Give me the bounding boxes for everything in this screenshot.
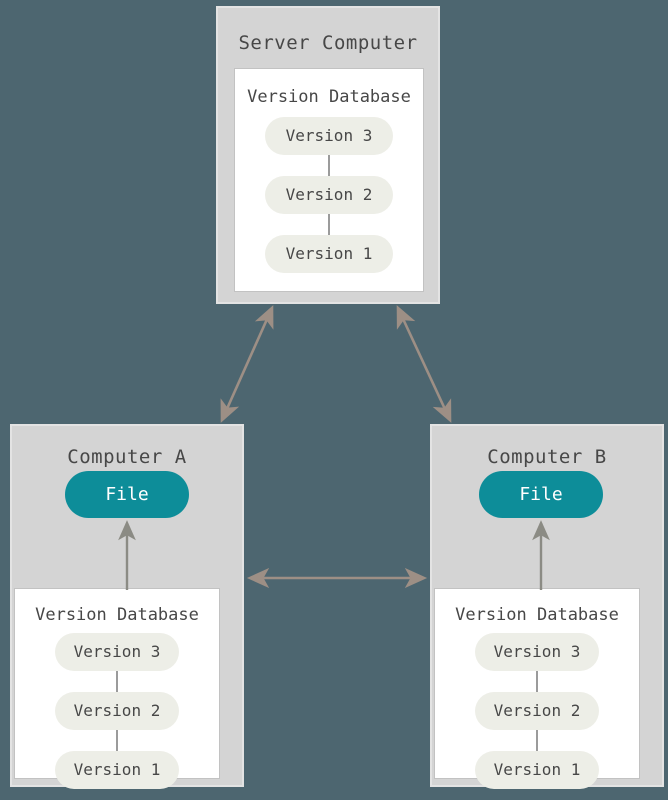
server-computer-title: Server Computer [238,32,418,54]
version-pill[interactable]: Version 1 [265,235,393,273]
computer-a-version-stack: Version 3 Version 2 Version 1 [15,633,219,789]
computer-a-version-database-box[interactable]: Version Database Version 3 Version 2 Ver… [14,588,220,789]
server-version-stack: Version 3 Version 2 Version 1 [235,117,423,273]
version-pill[interactable]: Version 3 [55,633,179,671]
version-pill[interactable]: Version 1 [55,751,179,789]
computer-a-file-label: File [105,483,149,505]
version-pill[interactable]: Version 3 [475,633,599,671]
version-connector [536,671,538,692]
version-pill[interactable]: Version 2 [265,176,393,214]
version-connector [116,730,118,751]
arrow-server-to-computer-b [396,305,452,423]
version-pill[interactable]: Version 1 [475,751,599,789]
server-computer-box[interactable]: Server Computer Version Database Version… [216,6,440,304]
version-connector [328,214,330,235]
version-pill[interactable]: Version 2 [55,692,179,730]
computer-b-version-stack: Version 3 Version 2 Version 1 [435,633,639,789]
computer-b-version-database-box[interactable]: Version Database Version 3 Version 2 Ver… [434,588,640,789]
server-version-database-title: Version Database [247,87,411,107]
computer-a-file-pill[interactable]: File [65,471,189,518]
version-connector [116,671,118,692]
computer-a-title: Computer A [67,446,187,468]
arrow-server-to-computer-a [220,305,274,423]
version-connector [536,730,538,751]
computer-b-file-pill[interactable]: File [479,471,603,518]
version-pill[interactable]: Version 3 [265,117,393,155]
computer-a-version-database-title: Version Database [35,605,199,625]
computer-b-file-label: File [519,483,563,505]
version-connector [328,155,330,176]
version-pill[interactable]: Version 2 [475,692,599,730]
computer-b-version-database-title: Version Database [455,605,619,625]
computer-b-title: Computer B [487,446,607,468]
server-version-database-box[interactable]: Version Database Version 3 Version 2 Ver… [234,68,424,292]
